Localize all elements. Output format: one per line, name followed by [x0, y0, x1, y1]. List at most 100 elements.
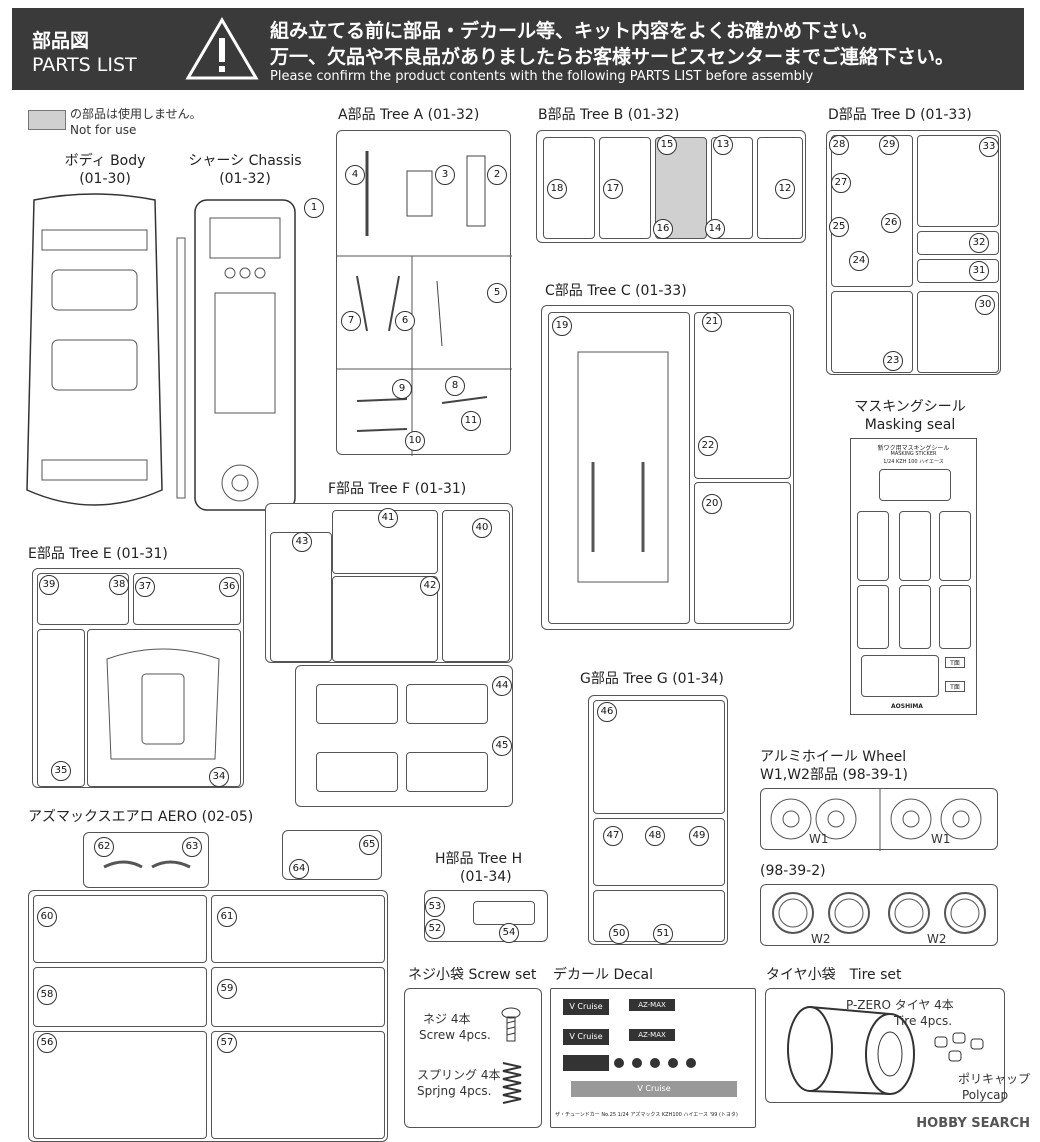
tree-d-frame: 28 29 33 27 25 26 24 32 31 30 23 — [826, 130, 1001, 375]
part-number: 42 — [420, 576, 440, 596]
tire-title: タイヤ小袋 Tire set — [766, 967, 902, 983]
part-number: 19 — [552, 316, 572, 336]
part-number: 5 — [487, 283, 507, 303]
part-number: 10 — [405, 431, 425, 451]
tree-a-title: A部品 Tree A (01-32) — [338, 107, 480, 123]
w2-label: W2 — [811, 932, 831, 946]
part-number: 17 — [603, 179, 623, 199]
part-number: 38 — [109, 575, 129, 595]
tree-h-title: H部品 Tree H — [435, 851, 523, 867]
part-number: 57 — [217, 1033, 237, 1053]
spring-en: Sprjng 4pcs. — [417, 1084, 492, 1098]
part-number: 11 — [461, 411, 481, 431]
part-number: 12 — [775, 179, 795, 199]
tree-g-frame: 46 47 48 49 50 51 — [588, 695, 728, 945]
part-number: 47 — [603, 826, 623, 846]
t-label: T面 — [945, 657, 965, 668]
part-number: 48 — [645, 826, 665, 846]
tree-f-frame: 43 41 42 40 — [265, 503, 513, 663]
tree-f-title: F部品 Tree F (01-31) — [328, 481, 467, 497]
polycap-jp: ポリキャップ — [958, 1072, 1031, 1086]
part-number: 44 — [492, 676, 512, 696]
part-number: 6 — [395, 311, 415, 331]
tree-a-frame: 4 3 2 5 6 7 8 9 10 11 — [336, 130, 512, 456]
body-code: (01-30) — [79, 171, 131, 187]
part-number: 39 — [39, 575, 59, 595]
screw-jp: ネジ 4本 — [423, 1012, 471, 1026]
part-number: 65 — [359, 835, 379, 855]
header-banner: 部品図 PARTS LIST 組み立てる前に部品・デカール等、キット内容をよくお… — [12, 8, 1024, 90]
part-number: 15 — [657, 135, 677, 155]
decal-brand: AZ-MAX — [629, 1029, 675, 1041]
spring-icon — [501, 1059, 523, 1109]
decal-brand: AZ-MAX — [629, 999, 675, 1011]
part-number: 59 — [217, 979, 237, 999]
aero-frame: 60 61 58 59 56 57 — [28, 890, 388, 1142]
aero-top-frame: 62 63 — [83, 832, 209, 888]
part-number: 16 — [653, 219, 673, 239]
decal-dots — [613, 1057, 723, 1069]
wheel-w1-frame: W1 W1 — [760, 788, 998, 851]
part-number: 36 — [219, 577, 239, 597]
part-number: 20 — [702, 494, 722, 514]
tree-h-code: (01-34) — [460, 869, 512, 885]
tree-c-frame: 19 21 22 20 — [541, 305, 794, 630]
tree-b-title: B部品 Tree B (01-32) — [538, 107, 680, 123]
notice-line-3: Please confirm the product contents with… — [270, 69, 814, 84]
w2-label: W2 — [927, 932, 947, 946]
part-number: 53 — [425, 897, 445, 917]
part-number: 51 — [653, 924, 673, 944]
part-number: 33 — [979, 137, 999, 157]
part-number: 13 — [713, 135, 733, 155]
part-number: 60 — [37, 907, 57, 927]
part-number: 18 — [547, 179, 567, 199]
part-number: 64 — [289, 859, 309, 879]
decal-footer: ザ・チューンドカー No.25 1/24 アズマックス KZH100 ハイエース… — [555, 1112, 738, 1118]
part-number: 52 — [425, 919, 445, 939]
masking-sheet: 新ワク用マスキングシール MASKING STICKER 1/24 KZH 10… — [850, 438, 977, 715]
wheel-title: アルミホイール Wheel — [760, 749, 907, 765]
decal-title: デカール Decal — [553, 967, 654, 983]
aero-small-frame: 64 65 — [282, 830, 382, 880]
part-number: 45 — [492, 736, 512, 756]
decal-strip — [563, 1055, 609, 1071]
tree-c-title: C部品 Tree C (01-33) — [545, 283, 687, 299]
warning-icon — [184, 16, 260, 82]
polycap-icon — [931, 1029, 991, 1069]
part-number: 49 — [689, 826, 709, 846]
chassis-code: (01-32) — [219, 171, 271, 187]
part-number: 24 — [849, 251, 869, 271]
masking-title: マスキングシール — [854, 399, 966, 415]
part-number: 23 — [883, 351, 903, 371]
part-number: 9 — [392, 379, 412, 399]
part-number: 41 — [378, 508, 398, 528]
masking-title-en: Masking seal — [864, 417, 956, 433]
tire-frame: P-ZERO タイヤ 4本 Tire 4pcs. ポリキャップ Polycap — [765, 988, 1030, 1103]
decal-brand-wide: V Cruise — [571, 1081, 737, 1097]
wheel-code-2: (98-39-2) — [760, 863, 826, 879]
screw-title: ネジ小袋 Screw set — [408, 967, 537, 983]
chassis-drawing — [175, 198, 305, 513]
part-number: 30 — [975, 295, 995, 315]
part-number: 26 — [881, 213, 901, 233]
part-number: 34 — [209, 767, 229, 787]
watermark: HOBBY SEARCH — [916, 1116, 1030, 1131]
sheet-brand: AOSHIMA — [891, 703, 923, 710]
tree-h-frame: 53 52 54 — [424, 890, 548, 943]
part-number: 54 — [499, 923, 519, 943]
tree-d-title: D部品 Tree D (01-33) — [828, 107, 972, 123]
notice-line-2: 万一、欠品や不良品がありましたらお客様サービスセンターまでご連絡下さい。 — [270, 46, 955, 68]
chassis-title: シャーシ Chassis — [188, 153, 302, 169]
part-number: 58 — [37, 985, 57, 1005]
part-number: 56 — [37, 1033, 57, 1053]
part-number: 8 — [445, 376, 465, 396]
sheet-subtitle: MASKING STICKER — [890, 451, 937, 457]
screw-icon — [501, 1007, 521, 1043]
part-number: 62 — [94, 837, 114, 857]
w1-label: W1 — [931, 832, 951, 846]
tire-icon — [780, 999, 920, 1099]
tree-e-frame: 39 38 37 36 35 34 — [32, 568, 244, 788]
part-number: 31 — [969, 261, 989, 281]
part-number: 63 — [182, 837, 202, 857]
part-number: 29 — [879, 135, 899, 155]
